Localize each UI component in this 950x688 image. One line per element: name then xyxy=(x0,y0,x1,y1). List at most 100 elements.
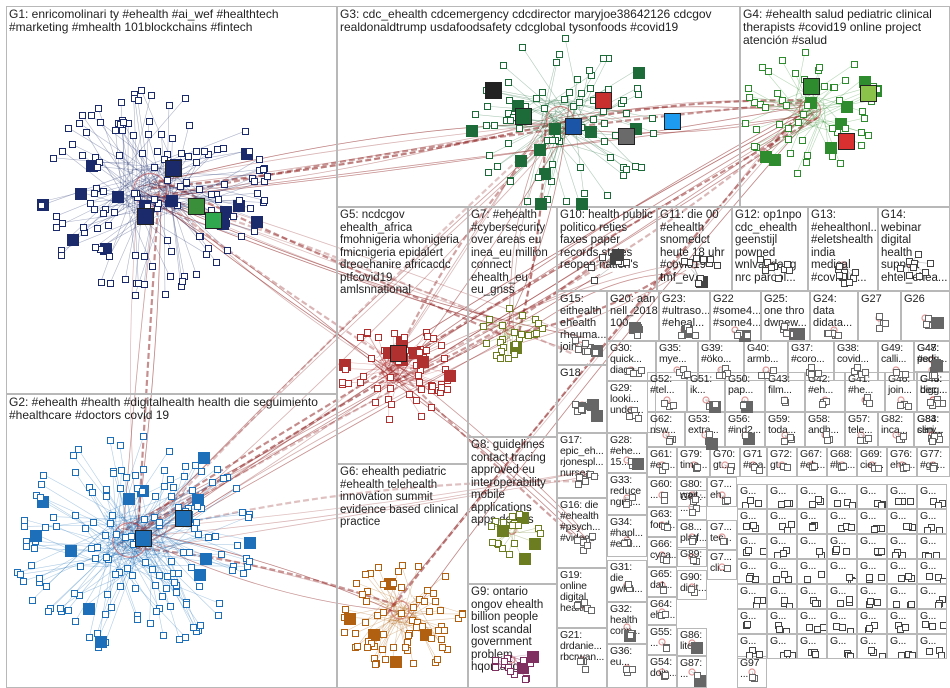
graph-node xyxy=(50,514,57,521)
graph-node xyxy=(58,252,65,259)
graph-node xyxy=(77,563,84,570)
graph-node xyxy=(488,523,495,530)
graph-node xyxy=(83,129,90,136)
graph-node xyxy=(840,463,847,470)
graph-node xyxy=(168,248,175,255)
graph-node xyxy=(815,370,822,377)
graph-node xyxy=(775,275,782,282)
graph-node xyxy=(592,349,599,356)
graph-node xyxy=(749,674,756,681)
graph-node xyxy=(582,478,589,485)
graph-node xyxy=(537,530,544,537)
graph-node xyxy=(584,348,591,355)
graph-node xyxy=(91,190,98,197)
graph-node xyxy=(485,169,492,176)
graph-node xyxy=(120,119,127,126)
graph-node xyxy=(706,438,718,450)
graph-node xyxy=(162,291,169,298)
graph-node xyxy=(472,111,479,118)
graph-node xyxy=(500,62,507,69)
graph-node xyxy=(156,519,163,526)
graph-node xyxy=(410,604,417,611)
graph-node xyxy=(625,581,632,588)
graph-node xyxy=(897,402,904,409)
graph-node xyxy=(829,153,836,160)
graph-node xyxy=(138,87,145,94)
graph-node xyxy=(785,125,792,132)
graph-node xyxy=(53,523,60,530)
graph-node xyxy=(215,612,222,619)
graph-node xyxy=(168,558,175,565)
graph-node xyxy=(134,616,141,623)
graph-node xyxy=(816,64,823,71)
graph-node xyxy=(107,437,114,444)
graph-node xyxy=(200,553,212,565)
graph-node xyxy=(111,209,118,216)
graph-node xyxy=(72,618,79,625)
graph-node xyxy=(825,330,832,337)
graph-node xyxy=(428,404,435,411)
graph-node xyxy=(264,173,271,180)
graph-node xyxy=(160,632,167,639)
graph-node xyxy=(106,253,113,260)
graph-node xyxy=(535,198,547,210)
graph-node xyxy=(168,493,175,500)
graph-node xyxy=(57,605,64,612)
graph-node xyxy=(591,410,603,422)
graph-node xyxy=(173,589,180,596)
graph-node xyxy=(607,154,614,161)
graph-node xyxy=(742,120,749,127)
graph-node xyxy=(193,519,200,526)
graph-node xyxy=(561,96,568,103)
graph-node xyxy=(724,565,731,572)
graph-node xyxy=(808,371,815,378)
graph-node xyxy=(480,323,487,330)
graph-node xyxy=(390,644,397,651)
graph-node xyxy=(437,607,444,614)
graph-node xyxy=(182,463,189,470)
graph-node xyxy=(562,35,569,42)
graph-node xyxy=(203,251,210,258)
graph-node xyxy=(254,190,261,197)
graph-node xyxy=(486,316,493,323)
graph-node xyxy=(808,364,815,371)
graph-node xyxy=(151,164,158,171)
graph-node xyxy=(261,197,268,204)
graph-node xyxy=(38,481,45,488)
graph-node xyxy=(689,538,696,545)
graph-node xyxy=(492,664,499,671)
graph-node xyxy=(92,244,99,251)
graph-node xyxy=(876,313,883,320)
graph-node xyxy=(213,259,220,266)
graph-node xyxy=(459,611,466,618)
graph-node xyxy=(256,156,263,163)
graph-node xyxy=(734,332,741,339)
graph-node xyxy=(118,467,125,474)
graph-node xyxy=(65,125,72,132)
graph-node xyxy=(186,549,193,556)
graph-node xyxy=(401,334,408,341)
graph-node xyxy=(635,415,642,422)
graph-node xyxy=(662,611,669,618)
graph-node xyxy=(634,85,641,92)
graph-node xyxy=(706,431,713,438)
graph-node xyxy=(757,256,764,263)
graph-node xyxy=(663,557,670,564)
graph-node xyxy=(102,611,109,618)
graph-node xyxy=(600,108,607,115)
graph-node xyxy=(166,102,173,109)
graph-node xyxy=(663,645,670,652)
graph-node xyxy=(194,569,206,581)
graph-node xyxy=(489,539,496,546)
graph-node xyxy=(36,575,43,582)
graph-node xyxy=(353,580,360,587)
graph-node xyxy=(94,544,101,551)
graph-node xyxy=(588,264,595,271)
graph-node xyxy=(486,152,493,159)
graph-node xyxy=(244,537,256,549)
graph-node xyxy=(166,195,178,207)
graph-node xyxy=(533,95,540,102)
graph-node xyxy=(135,97,142,104)
graph-node xyxy=(140,466,147,473)
graph-node xyxy=(512,341,519,348)
